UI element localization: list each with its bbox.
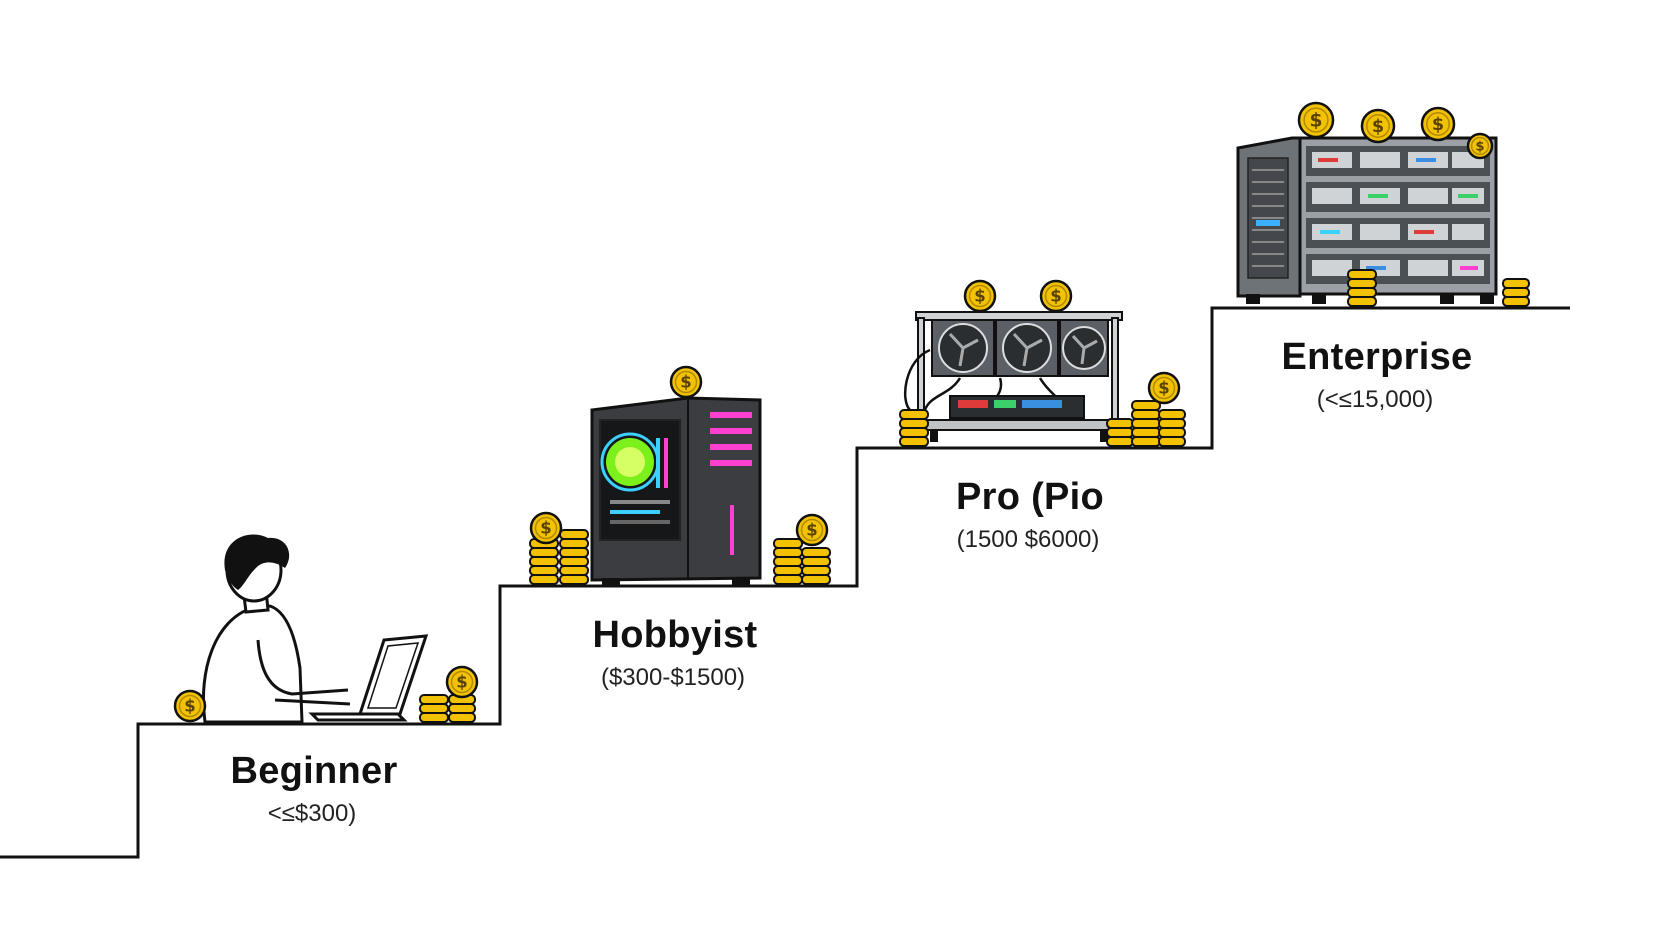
coin-icon: $ xyxy=(963,279,997,313)
svg-text:$: $ xyxy=(806,521,817,540)
tier-title-hobbyist: Hobbyist xyxy=(592,614,758,656)
coin-icon: $ xyxy=(173,689,207,723)
coin-icon: $ xyxy=(1360,108,1396,144)
tier-title-beginner: Beginner xyxy=(230,750,398,792)
coin-icon: $ xyxy=(1039,279,1073,313)
coin-icon: $ xyxy=(1147,371,1181,405)
tier-title-pro: Pro (Pio xyxy=(955,476,1105,518)
gaming-pc-tower-icon xyxy=(590,396,762,586)
svg-text:$: $ xyxy=(1372,117,1384,137)
coin-icon: $ xyxy=(669,365,703,399)
svg-text:$: $ xyxy=(184,697,195,716)
coin-stack xyxy=(1158,409,1186,447)
tier-title-enterprise: Enterprise xyxy=(1281,336,1473,378)
gpu-mining-rig-icon xyxy=(903,311,1123,442)
svg-text:$: $ xyxy=(1050,287,1061,306)
tier-price-hobbyist: ($300-$1500) xyxy=(600,664,746,691)
coin-stack xyxy=(1106,418,1134,447)
staircase-line xyxy=(0,306,1570,859)
svg-text:$: $ xyxy=(1432,115,1444,135)
coin-stack xyxy=(899,409,929,447)
coin-stack xyxy=(529,538,559,585)
coin-stack xyxy=(773,538,803,585)
coin-icon: $ xyxy=(1466,132,1494,160)
coin-icon: $ xyxy=(529,511,563,545)
coin-stack xyxy=(801,547,831,585)
coin-icon: $ xyxy=(1297,101,1335,139)
svg-text:$: $ xyxy=(1158,379,1169,398)
coin-icon: $ xyxy=(1420,106,1456,142)
svg-text:$: $ xyxy=(540,519,551,538)
svg-text:$: $ xyxy=(456,673,467,692)
tier-price-beginner: <≤$300) xyxy=(267,800,357,827)
coin-decorations: $ $ $ $ $ $ $ $ $ $ $ $ xyxy=(173,101,1530,723)
tier-price-pro: (1500 $6000) xyxy=(956,526,1100,553)
coin-stack xyxy=(559,529,589,585)
svg-text:$: $ xyxy=(1475,140,1484,155)
svg-text:$: $ xyxy=(1309,110,1322,131)
server-rack-icon xyxy=(1236,136,1498,304)
svg-text:$: $ xyxy=(974,287,985,306)
coin-stack xyxy=(1131,400,1161,447)
coin-icon: $ xyxy=(445,665,479,699)
coin-stack xyxy=(1502,278,1530,307)
svg-text:$: $ xyxy=(680,373,691,392)
person-laptop-icon xyxy=(201,534,429,724)
coin-stack xyxy=(1347,269,1377,307)
tier-price-enterprise: (<≤15,000) xyxy=(1316,386,1434,413)
coin-stack xyxy=(448,694,476,723)
coin-stack xyxy=(419,694,449,723)
coin-icon: $ xyxy=(795,513,829,547)
